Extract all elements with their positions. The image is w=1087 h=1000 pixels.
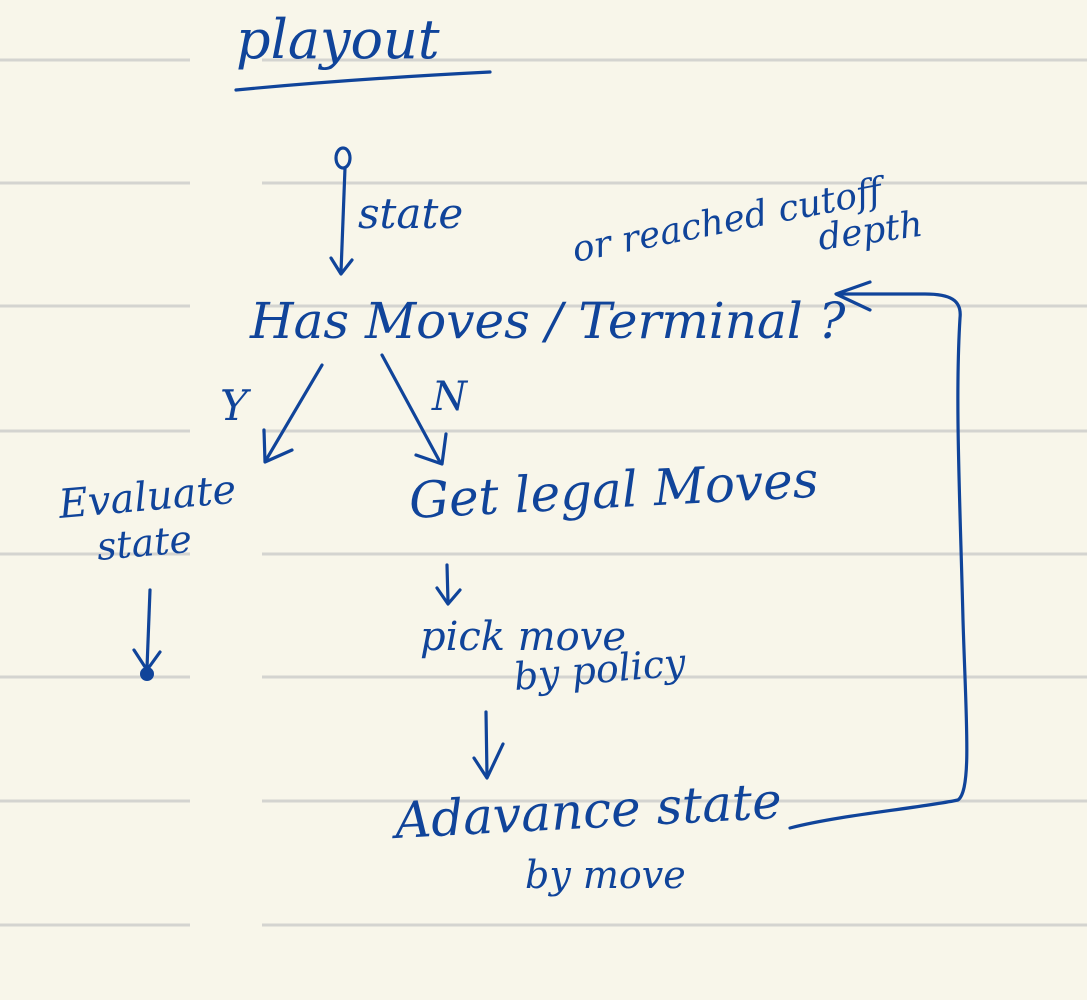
- loop-back-arrow: [788, 292, 969, 830]
- start-node: [334, 146, 352, 170]
- yes-arrowhead: [262, 428, 294, 464]
- evaluate-arrow: [145, 588, 152, 670]
- state-label: state: [358, 189, 463, 238]
- title-underline: [234, 70, 492, 92]
- page-title: playout: [236, 8, 440, 71]
- no-arrow: [380, 353, 442, 464]
- legal-moves-arrowhead: [435, 586, 462, 606]
- legal-moves-node: Get legal Moves: [408, 451, 820, 530]
- evaluate-node: Evaluate: [56, 467, 238, 528]
- evaluate-node-state: state: [95, 517, 194, 569]
- pick-move-node: pick move: [420, 614, 626, 660]
- pick-move-arrow: [484, 710, 489, 778]
- start-arrowhead: [329, 256, 354, 276]
- start-arrow: [339, 166, 347, 274]
- yes-arrow: [264, 363, 324, 462]
- advance-state-move: by move: [525, 853, 686, 897]
- no-branch-label: N: [431, 374, 469, 420]
- pick-move-arrowhead: [472, 742, 505, 780]
- loop-back-arrowhead: [834, 280, 872, 312]
- end-node: [140, 667, 154, 681]
- yes-branch-label: Y: [220, 381, 252, 430]
- decision-node: Has Moves / Terminal ?: [249, 292, 847, 350]
- no-arrowhead: [414, 432, 448, 466]
- advance-state-node: Adavance state: [390, 772, 783, 850]
- legal-moves-arrow: [445, 563, 450, 604]
